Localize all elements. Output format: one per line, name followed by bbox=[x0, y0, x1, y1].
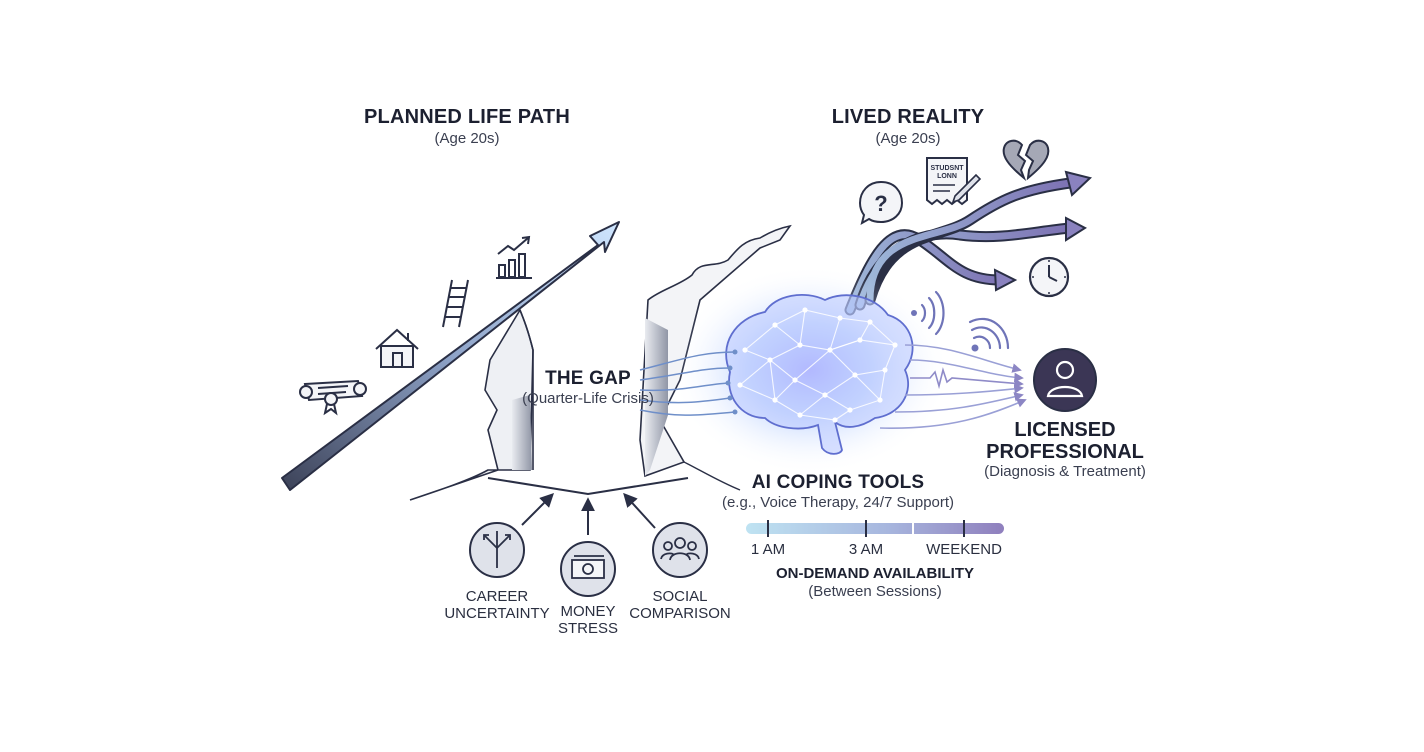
lived-reality-subtitle: (Age 20s) bbox=[875, 130, 941, 147]
sound-wave-icon-2 bbox=[968, 317, 1010, 352]
sound-wave-icon bbox=[911, 290, 945, 336]
availability-bar bbox=[746, 520, 1004, 537]
gap-flow-dots bbox=[725, 349, 738, 415]
stressor-career-label: CAREER UNCERTAINTY bbox=[444, 588, 549, 622]
growth-chart-icon bbox=[496, 235, 532, 279]
tick-3am: 3 AM bbox=[848, 541, 884, 558]
professional-avatar bbox=[1033, 348, 1097, 412]
money-icon bbox=[571, 555, 605, 579]
brain-network-icon bbox=[670, 265, 950, 475]
planned-path-arrow bbox=[281, 221, 620, 491]
stressor-money-label: MONEY STRESS bbox=[558, 603, 618, 637]
stressor-social-line2: COMPARISON bbox=[629, 605, 731, 622]
gap-title: THE GAP bbox=[545, 368, 631, 389]
stressor-arrows bbox=[487, 477, 689, 535]
clock-icon bbox=[1028, 256, 1070, 298]
people-icon bbox=[660, 537, 700, 561]
stressor-money-line2: STRESS bbox=[557, 620, 619, 637]
house-icon bbox=[375, 328, 419, 368]
planned-path-subtitle: (Age 20s) bbox=[434, 130, 500, 147]
gap-flow-lines bbox=[639, 351, 736, 416]
brain-flow-lines bbox=[879, 344, 1027, 429]
stressor-money-line1: MONEY bbox=[560, 603, 616, 620]
professional-line2: PROFESSIONAL bbox=[986, 441, 1144, 463]
availability-title: ON-DEMAND AVAILABILITY bbox=[775, 565, 975, 582]
ai-tools-subtitle: (e.g., Voice Therapy, 24/7 Support) bbox=[721, 494, 955, 511]
stressor-social-label: SOCIAL COMPARISON bbox=[629, 588, 730, 622]
tick-weekend: WEEKEND bbox=[926, 541, 1002, 558]
student-loan-line1: STUDSNT bbox=[930, 165, 964, 172]
stressor-money-circle bbox=[560, 541, 616, 597]
professional-line1: LICENSED bbox=[1014, 419, 1116, 441]
ladder-icon bbox=[442, 279, 469, 328]
stressor-social-circle bbox=[652, 522, 708, 578]
stressor-career-line1: CAREER bbox=[465, 588, 529, 605]
stressor-social-line1: SOCIAL bbox=[652, 588, 708, 605]
branching-arrows-icon bbox=[483, 531, 511, 568]
diploma-icon bbox=[299, 379, 367, 416]
tick-1am: 1 AM bbox=[750, 541, 786, 558]
student-loan-line2: LONN bbox=[937, 173, 957, 180]
student-loan-icon: STUDSNT LONN bbox=[926, 157, 982, 206]
question-icon: ? bbox=[858, 180, 904, 226]
planned-path-title: PLANNED LIFE PATH bbox=[364, 106, 570, 128]
professional-subtitle: (Diagnosis & Treatment) bbox=[984, 463, 1146, 480]
gap-subtitle: (Quarter-Life Crisis) bbox=[522, 390, 654, 407]
lived-reality-title: LIVED REALITY bbox=[831, 106, 985, 128]
person-icon bbox=[1046, 360, 1084, 398]
availability-subtitle: (Between Sessions) bbox=[808, 583, 942, 600]
stressor-career-line2: UNCERTAINTY bbox=[444, 605, 550, 622]
svg-text:?: ? bbox=[874, 191, 887, 216]
professional-label: LICENSED PROFESSIONAL bbox=[986, 419, 1144, 463]
stressor-career-circle bbox=[469, 522, 525, 578]
reality-tangled-arrows bbox=[844, 170, 1093, 316]
broken-heart-icon bbox=[1002, 139, 1050, 182]
gap-cliffs bbox=[409, 224, 792, 501]
ai-tools-title: AI COPING TOOLS bbox=[751, 472, 925, 493]
